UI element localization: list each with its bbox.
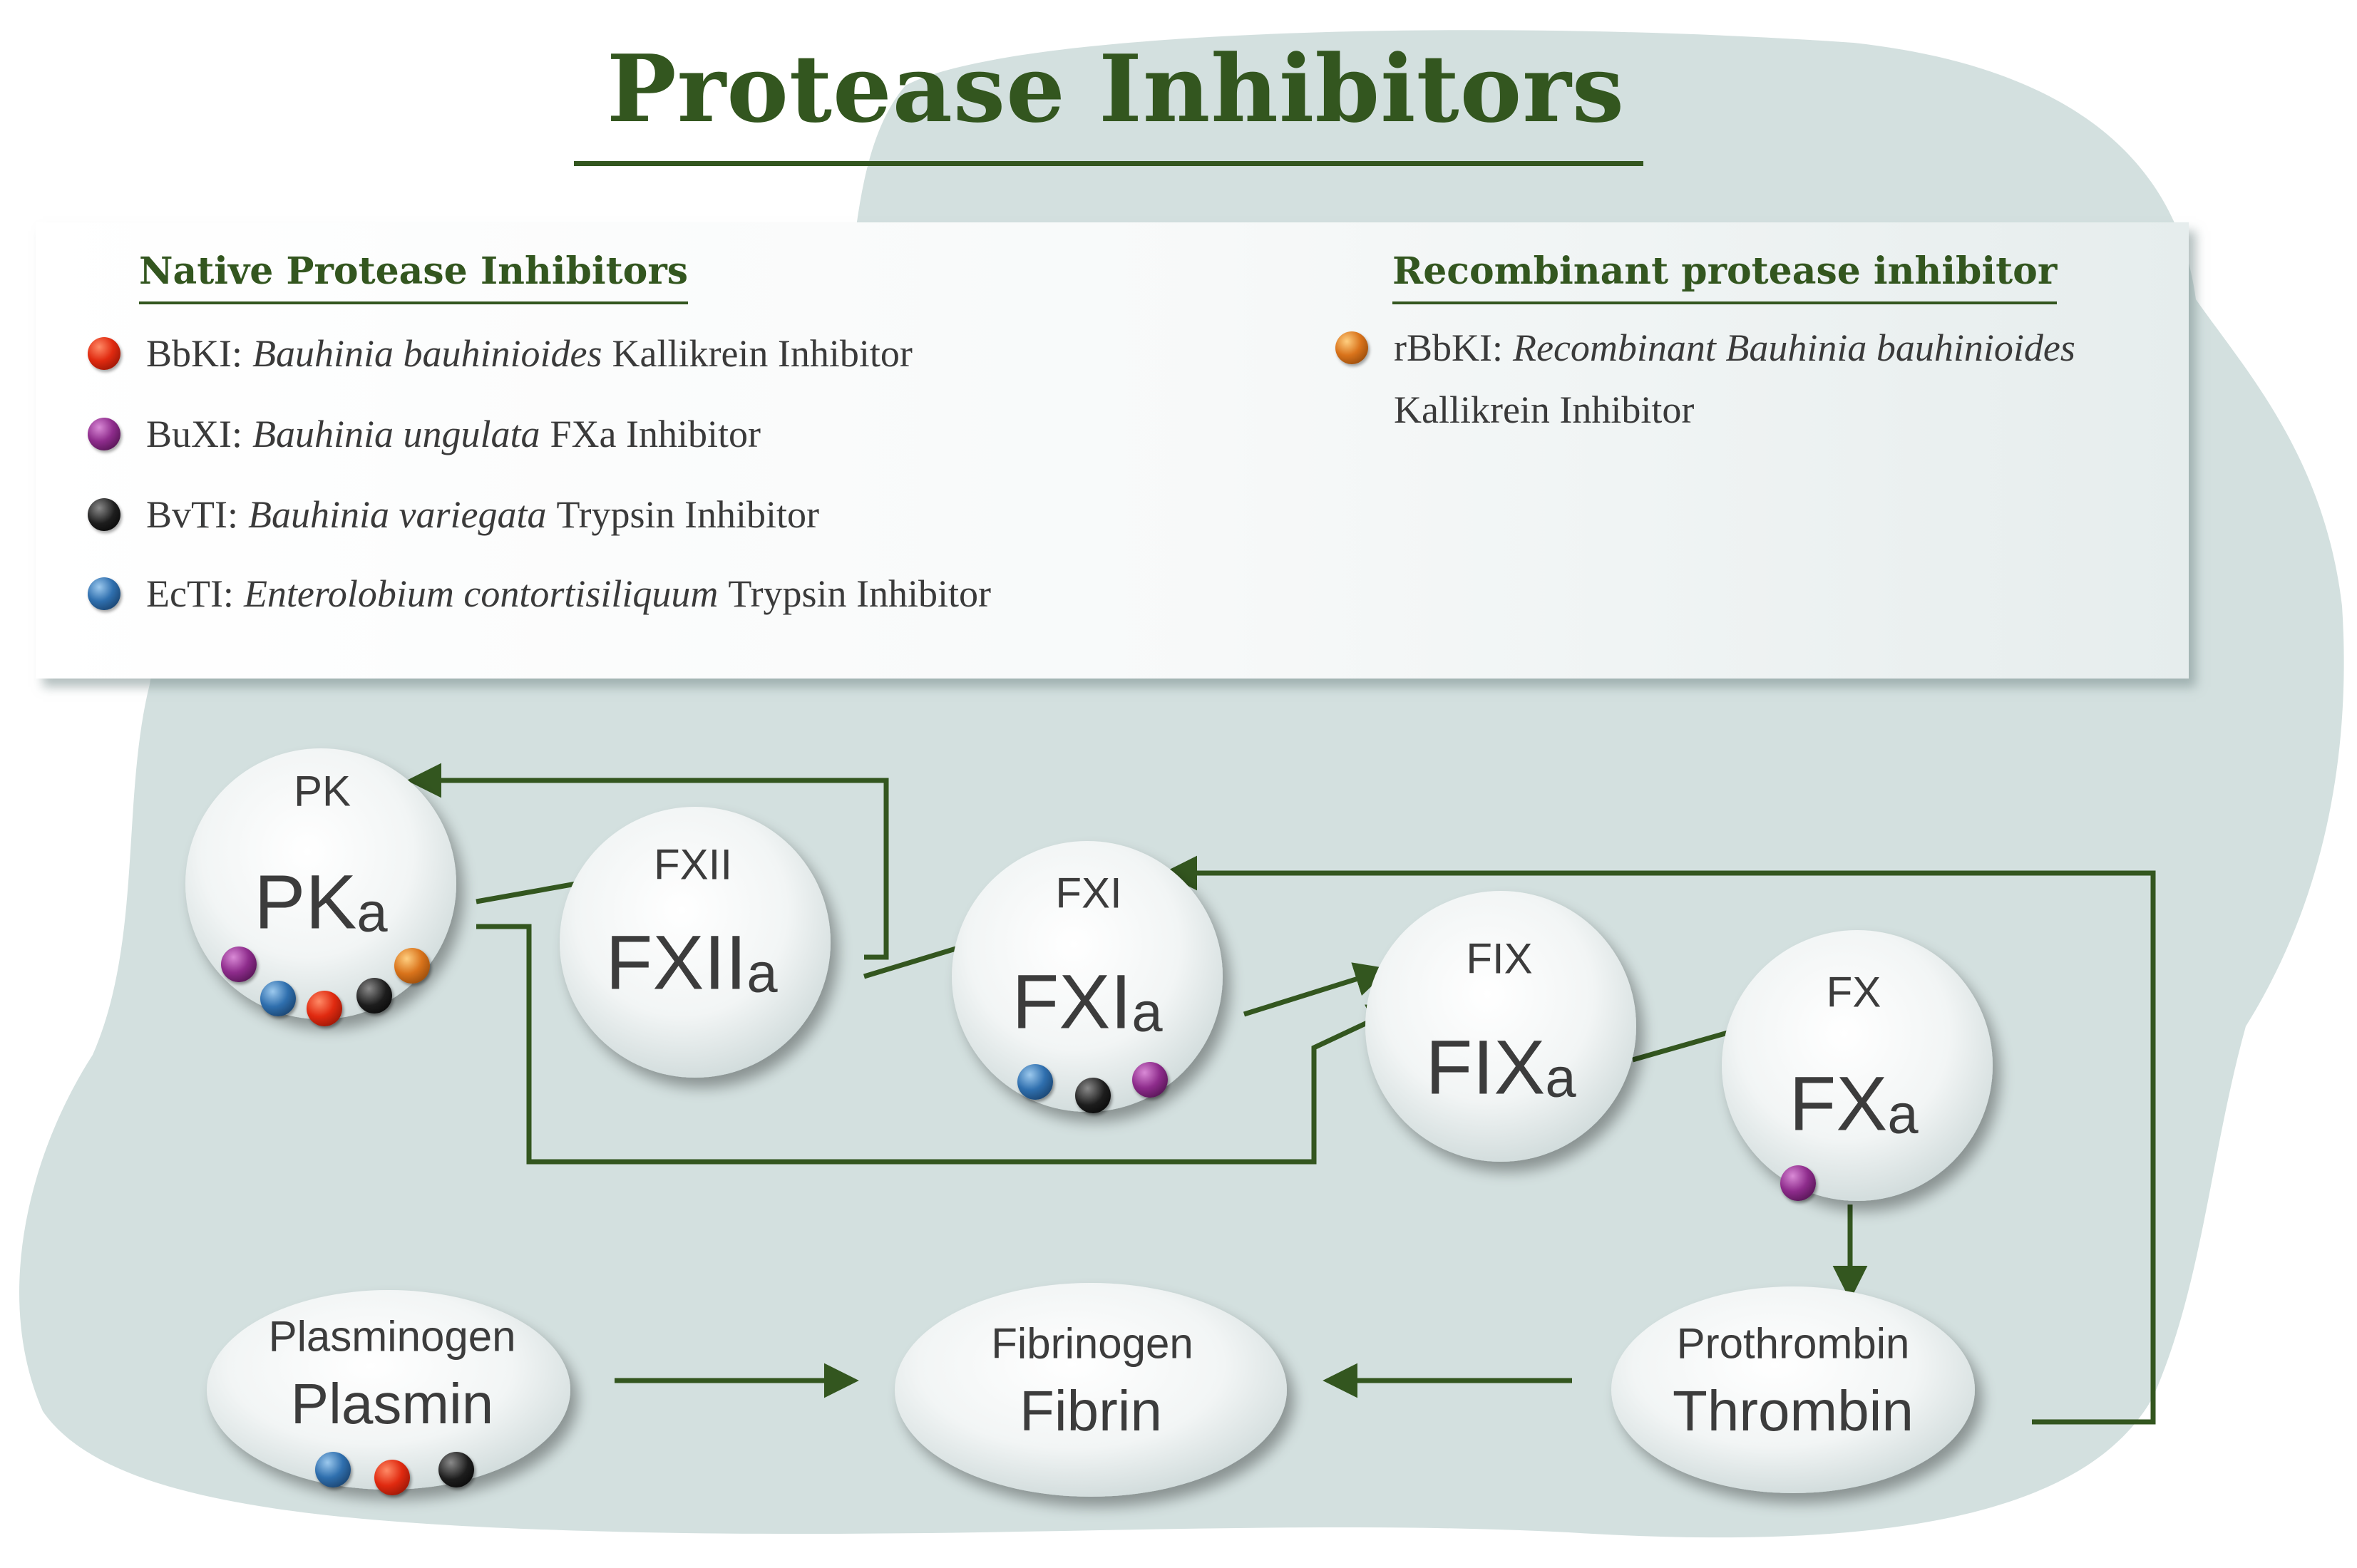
legend-suffix: Trypsin Inhibitor <box>728 572 991 615</box>
fxiia-active-label: FXIIa <box>605 918 777 1007</box>
node-fxi <box>952 841 1223 1112</box>
fxiia-subscript: a <box>746 942 778 1004</box>
plasmin-ecti-bead-icon <box>315 1452 351 1487</box>
legend-item-rbbki: rBbKI: Recombinant Bauhinia bauhinioides <box>1335 326 2085 370</box>
prothrombin-label: Prothrombin <box>1676 1319 1910 1368</box>
fxia-name: FXI <box>1012 958 1132 1045</box>
fibrinogen-label: Fibrinogen <box>991 1319 1193 1368</box>
fxi-zymogen-label: FXI <box>1055 869 1122 917</box>
fxa-name: FX <box>1789 1060 1888 1147</box>
bbki-bead-icon <box>88 337 120 370</box>
plasmin-bbki-bead-icon <box>374 1460 410 1495</box>
legend-species: Bauhinia ungulata <box>252 413 540 455</box>
pka-name: PK <box>254 858 357 945</box>
legend-code: BuXI: <box>146 413 242 455</box>
fxi-bvti-bead-icon <box>1075 1078 1111 1113</box>
fx-zymogen-label: FX <box>1826 968 1881 1016</box>
pk-rbbki-bead-icon <box>394 948 430 984</box>
pka-subscript: a <box>356 882 388 944</box>
legend-code: rBbKI: <box>1394 326 1503 369</box>
arrow-fxiia-to-pk <box>406 763 889 960</box>
fxia-active-label: FXIa <box>1012 957 1162 1046</box>
legend-suffix: Trypsin Inhibitor <box>556 493 820 536</box>
page-title: Protease Inhibitors <box>606 34 1626 143</box>
plasmin-bvti-bead-icon <box>438 1452 474 1487</box>
title-underline <box>574 161 1643 166</box>
legend-species: Recombinant Bauhinia bauhinioides <box>1512 326 2075 369</box>
arrow-thrombin-to-fxi <box>1162 855 2156 1425</box>
node-pk <box>185 748 456 1019</box>
fx-buxi-bead-icon <box>1780 1165 1816 1201</box>
fxa-subscript: a <box>1887 1083 1919 1145</box>
legend-species: Bauhinia bauhinioides <box>252 332 602 375</box>
fxiia-name: FXII <box>605 919 747 1006</box>
legend-code: BbKI: <box>146 332 242 375</box>
pka-active-label: PKa <box>254 857 387 947</box>
legend-species: Bauhinia variegata <box>248 493 547 536</box>
pk-buxi-bead-icon <box>221 947 257 982</box>
arrow-fxia-to-fix <box>1243 962 1390 1017</box>
legend-code: BvTI: <box>146 493 238 536</box>
pk-bbki-bead-icon <box>307 991 342 1026</box>
legend-panel: Native Protease Inhibitors BbKI: Bauhini… <box>36 222 2189 679</box>
node-fx <box>1722 930 1993 1201</box>
node-fix <box>1365 891 1636 1162</box>
legend-item-bbki: BbKI: Bauhinia bauhinioides Kallikrein I… <box>88 331 913 376</box>
legend-item-ecti: EcTI: Enterolobium contortisiliquum Tryp… <box>88 572 991 616</box>
legend-code: EcTI: <box>146 572 234 615</box>
fixa-active-label: FIXa <box>1425 1023 1576 1112</box>
legend-suffix: Kallikrein Inhibitor <box>612 332 913 375</box>
fxi-ecti-bead-icon <box>1017 1064 1053 1100</box>
pk-ecti-bead-icon <box>260 981 296 1016</box>
legend-item-rbbki-line2: Kallikrein Inhibitor <box>1394 388 1694 432</box>
legend-item-bvti: BvTI: Bauhinia variegata Trypsin Inhibit… <box>88 492 819 537</box>
fxa-active-label: FXa <box>1789 1059 1918 1148</box>
buxi-bead-icon <box>88 418 120 450</box>
legend-heading-native: Native Protease Inhibitors <box>139 249 689 304</box>
thrombin-label: Thrombin <box>1673 1379 1914 1443</box>
fixa-name: FIX <box>1425 1023 1546 1110</box>
bvti-bead-icon <box>88 498 120 531</box>
fxia-subscript: a <box>1131 981 1163 1043</box>
legend-item-buxi: BuXI: Bauhinia ungulata FXa Inhibitor <box>88 412 761 456</box>
node-plasmin <box>207 1290 570 1490</box>
legend-suffix: FXa Inhibitor <box>550 413 761 455</box>
fixa-subscript: a <box>1545 1047 1576 1109</box>
pk-bvti-bead-icon <box>356 978 392 1013</box>
plasminogen-label: Plasminogen <box>268 1312 516 1361</box>
legend-suffix: Kallikrein Inhibitor <box>1394 388 1695 431</box>
legend-heading-recombinant: Recombinant protease inhibitor <box>1392 249 2058 304</box>
pk-zymogen-label: PK <box>293 767 351 815</box>
fxii-zymogen-label: FXII <box>653 840 733 889</box>
fxi-buxi-bead-icon <box>1132 1062 1168 1098</box>
fix-zymogen-label: FIX <box>1466 934 1533 983</box>
node-fibrin <box>895 1283 1287 1497</box>
node-fxii <box>560 807 831 1078</box>
node-thrombin <box>1611 1286 1975 1493</box>
legend-species: Enterolobium contortisiliquum <box>243 572 719 615</box>
rbbki-bead-icon <box>1335 331 1368 364</box>
ecti-bead-icon <box>88 577 120 610</box>
plasmin-label: Plasmin <box>290 1372 494 1435</box>
fibrin-label: Fibrin <box>1019 1379 1163 1443</box>
arrow-pka-to-fix <box>476 924 1404 1165</box>
